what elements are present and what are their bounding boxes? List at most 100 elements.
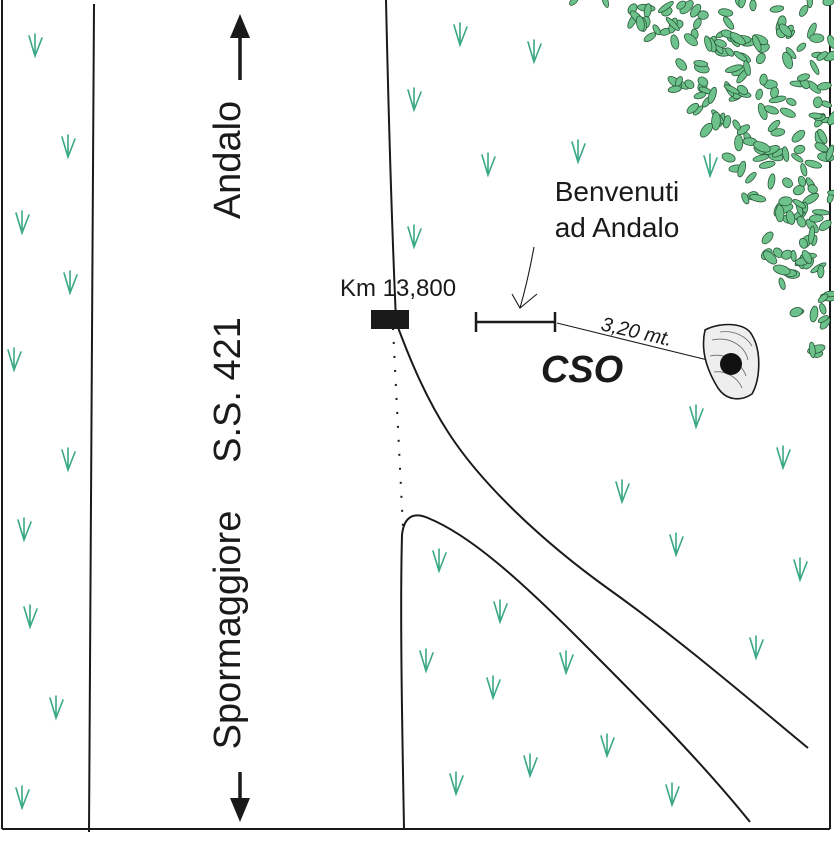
foliage-leaf <box>793 144 806 155</box>
km-marker-icon <box>371 310 409 329</box>
foliage-leaf <box>725 47 735 57</box>
foliage-leaf <box>797 175 807 187</box>
foliage-leaf <box>758 160 776 169</box>
grass-tuft-icon <box>449 771 464 797</box>
direction-north-label: Andalo <box>207 101 249 219</box>
arrow-up-icon <box>230 14 250 80</box>
foliage-leaf <box>792 184 805 196</box>
foliage-leaf <box>786 97 797 106</box>
foliage-leaf <box>779 107 796 118</box>
grass-tuft-icon <box>665 782 680 808</box>
foliage-leaf <box>816 51 828 61</box>
foliage-leaf <box>782 51 794 70</box>
boulder-icon <box>702 323 760 400</box>
km-marker-label: Km 13,800 <box>340 275 456 302</box>
foliage-leaf <box>734 134 744 152</box>
grass-tuft-icon <box>419 648 434 674</box>
grass-tuft-icon <box>28 33 43 59</box>
welcome-sign-line1: Benvenuti <box>555 176 680 207</box>
foliage-leaf <box>782 177 793 188</box>
welcome-sign-line2: ad Andalo <box>555 212 680 243</box>
direction-south-label: Spormaggiore <box>207 511 249 750</box>
foliage-leaf <box>749 0 757 12</box>
foliage-leaf <box>676 0 687 10</box>
foliage-leaf <box>825 144 834 161</box>
foliage-leaf <box>800 163 808 177</box>
grass-tuft-icon <box>669 532 684 558</box>
grass-tuft-icon <box>407 87 422 113</box>
grass-tuft-icon <box>571 139 586 165</box>
foliage-leaf <box>741 192 750 205</box>
grass-tuft-icon <box>559 650 574 676</box>
foliage-leaf <box>752 34 762 52</box>
foliage-leaf <box>785 210 796 225</box>
grass-tuft-icon <box>49 695 64 721</box>
grass-tuft-icon <box>486 675 501 701</box>
foliage-leaf <box>817 315 829 324</box>
grass-field <box>7 22 808 811</box>
road-right-edge <box>385 0 397 321</box>
foliage-leaf <box>808 112 823 119</box>
grass-tuft-icon <box>689 404 704 430</box>
foliage-leaf <box>817 128 828 144</box>
site-code-label: CSO <box>541 349 623 391</box>
foliage-leaf <box>770 86 779 99</box>
foliage-leaf <box>732 119 741 131</box>
foliage-leaf <box>711 111 721 131</box>
foliage-leaf <box>737 160 747 178</box>
road-left-edge <box>88 3 95 833</box>
grass-tuft-icon <box>23 604 38 630</box>
road-name-label: S.S. 421 <box>207 317 249 463</box>
foliage-leaf <box>737 84 749 96</box>
foliage-leaf <box>738 0 747 9</box>
grass-tuft-icon <box>7 347 22 373</box>
foliage-leaf <box>790 250 797 262</box>
foliage-leaf <box>693 60 709 68</box>
foliage-leaf <box>635 15 645 32</box>
grass-tuft-icon <box>481 152 496 178</box>
foliage-leaf <box>770 128 786 137</box>
foliage-leaf <box>667 85 682 93</box>
sign-pointer-arrow <box>511 246 538 309</box>
foliage-leaf <box>686 102 699 114</box>
foliage-leaf <box>796 216 807 228</box>
arrow-down-icon <box>230 772 250 822</box>
branch-road-lower-edge <box>400 514 751 829</box>
foliage-leaf <box>819 303 827 315</box>
foliage-leaf <box>827 189 834 196</box>
foliage-leaf <box>569 0 579 6</box>
foliage-leaf <box>761 231 774 245</box>
grass-tuft-icon <box>61 447 76 473</box>
foliage-leaf <box>723 84 740 95</box>
foliage-leaf <box>759 73 768 86</box>
foliage-leaf <box>729 32 746 46</box>
foliage-leaf <box>775 204 785 223</box>
foliage-leaf <box>601 0 609 8</box>
foliage-leaf <box>796 42 807 52</box>
foliage-leaf <box>721 152 736 163</box>
grass-tuft-icon <box>600 733 615 759</box>
foliage-leaf <box>697 10 709 20</box>
foliage-leaf <box>657 1 674 13</box>
foliage-leaf <box>778 196 793 207</box>
foliage-leaf <box>807 184 818 194</box>
grass-tuft-icon <box>776 445 791 471</box>
foliage-leaf <box>707 86 717 104</box>
foliage-leaf <box>792 199 807 209</box>
grass-tuft-icon <box>493 599 508 625</box>
foliage-leaf <box>755 52 766 65</box>
foliage-leaf <box>772 264 791 276</box>
foliage-leaf <box>683 33 698 47</box>
branch-road-upper-edge <box>395 321 809 749</box>
measurement-line <box>556 322 729 366</box>
foliage-leaf <box>781 146 790 162</box>
foliage-leaf <box>752 154 770 162</box>
foliage-leaf <box>778 23 792 37</box>
foliage-leaf <box>665 16 680 32</box>
foliage-leaf <box>723 16 735 30</box>
foliage-leaf <box>699 122 713 138</box>
foliage-leaf <box>789 307 803 318</box>
foliage-leaf <box>769 5 785 13</box>
grass-tuft-icon <box>15 210 30 236</box>
